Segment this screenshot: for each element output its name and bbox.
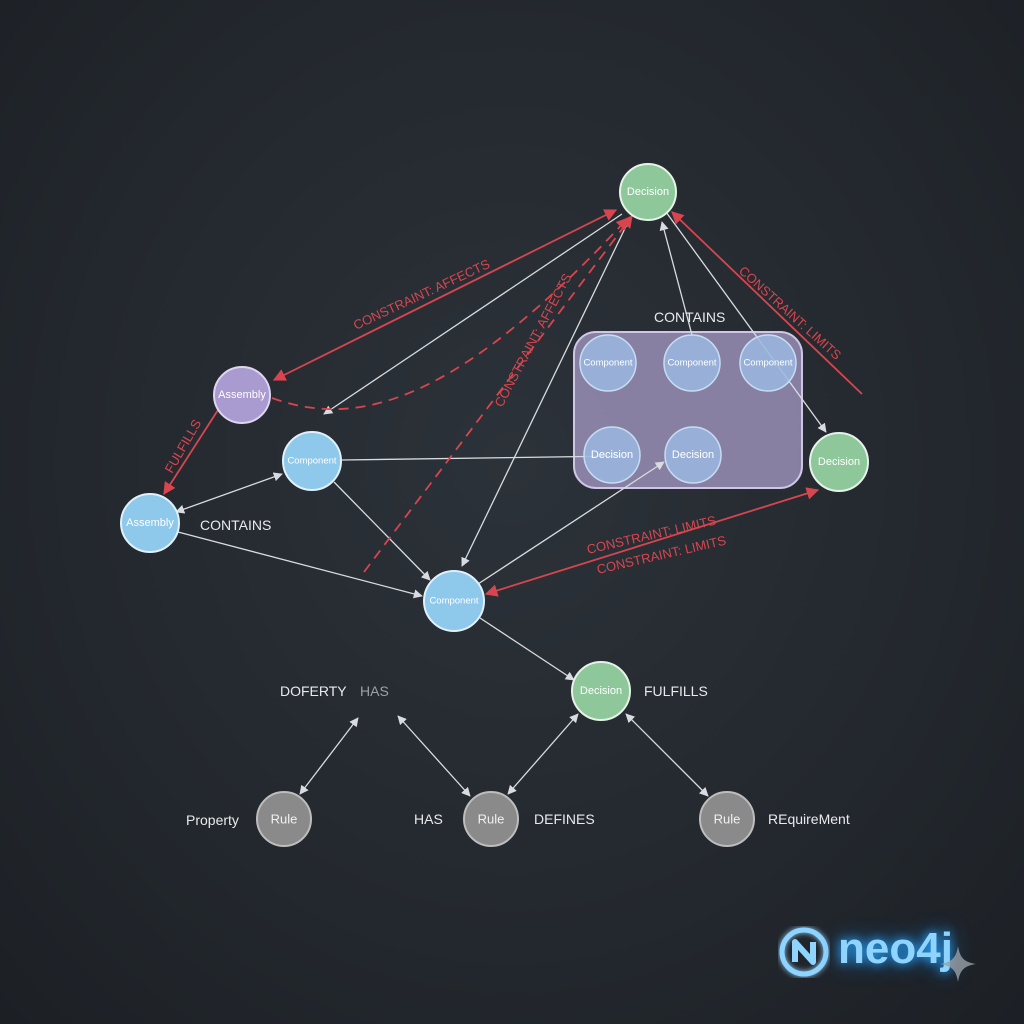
edge-component1-componentcenter (333, 481, 431, 581)
edges (175, 211, 827, 797)
constraint-edges (163, 209, 863, 597)
label-fulfills-left: FULFILLS (162, 416, 205, 475)
label-constraint-affects-1: CONSTRAINT: AFFECTS (351, 256, 492, 333)
node-component-1[interactable]: Component (282, 431, 342, 491)
node-label: Decision (818, 456, 860, 468)
label-defines: DEFINES (534, 811, 595, 827)
label-has-2: HAS (414, 811, 443, 827)
edge-constraint-affects-1 (272, 209, 618, 381)
node-label: Component (583, 358, 632, 369)
node-label: Component (287, 456, 336, 467)
node-label: Component (667, 358, 716, 369)
label-property: Property (186, 812, 239, 828)
node-label: Rule (714, 812, 741, 827)
group-node-component-1[interactable]: Component (579, 334, 637, 392)
label-contains-left: CONTAINS (200, 517, 271, 533)
edge-constraint-affects-dashed-curve (271, 217, 629, 411)
group-node-decision-1[interactable]: Decision (583, 426, 641, 484)
edge-component1-group (341, 455, 623, 461)
node-decision-right[interactable]: Decision (809, 432, 869, 492)
edge-constraint-affects-dashed (363, 214, 633, 573)
node-label: Decision (627, 186, 669, 198)
neo4j-logo-icon (779, 927, 829, 977)
node-rule-2[interactable]: Rule (463, 791, 519, 847)
edge-decision-decisionright (665, 211, 827, 433)
label-requirement: REquireMent (768, 811, 850, 827)
sparkle-icon (940, 946, 976, 982)
group-node-decision-2[interactable]: Decision (664, 426, 722, 484)
group-node-component-2[interactable]: Component (663, 334, 721, 392)
node-label: Assembly (218, 389, 266, 401)
edge-componentcenter-decisionbottom (479, 617, 575, 681)
edge-constraint-limits-bottom (484, 487, 820, 597)
node-label: Component (429, 596, 478, 607)
edge-constraint-limits-top (671, 211, 863, 395)
edge-doferty-rule1 (299, 717, 359, 795)
node-label: Rule (271, 812, 298, 827)
node-label: Decision (672, 449, 714, 461)
node-label: Decision (580, 685, 622, 697)
edge-group-decision (659, 221, 693, 336)
label-doferty: DOFERTY (280, 683, 347, 699)
node-decision-bottom[interactable]: Decision (571, 661, 631, 721)
label-fulfills-bottom: FULFILLS (644, 683, 708, 699)
edge-decisionbottom-rule3 (625, 713, 709, 797)
node-rule-1[interactable]: Rule (256, 791, 312, 847)
edge-has-rule2 (397, 715, 471, 797)
group-node-component-3[interactable]: Component (739, 334, 797, 392)
node-assembly-1[interactable]: Assembly (213, 366, 271, 424)
label-contains-top: CONTAINS (654, 309, 725, 325)
node-label: Component (743, 358, 792, 369)
node-assembly-2[interactable]: Assembly (120, 493, 180, 553)
node-label: Rule (478, 812, 505, 827)
nodes[interactable]: Decision Assembly Component Assembly Com… (120, 163, 869, 847)
node-rule-3[interactable]: Rule (699, 791, 755, 847)
node-label: Assembly (126, 517, 174, 529)
label-has-1: HAS (360, 683, 389, 699)
label-constraint-affects-2: CONSTRAINT: AFFECTS (491, 271, 574, 410)
node-label: Decision (591, 449, 633, 461)
edge-assembly2-component1 (175, 472, 283, 514)
edge-fulfills-left (163, 409, 219, 496)
node-decision-top[interactable]: Decision (619, 163, 677, 221)
edge-decisionbottom-rule2 (507, 713, 579, 795)
edge-assembly2-componentcenter (177, 531, 423, 599)
neo4j-logo-text: neo4j (838, 924, 953, 973)
neo4j-logo: neo4j (778, 924, 998, 1004)
node-component-center[interactable]: Component (423, 570, 485, 632)
